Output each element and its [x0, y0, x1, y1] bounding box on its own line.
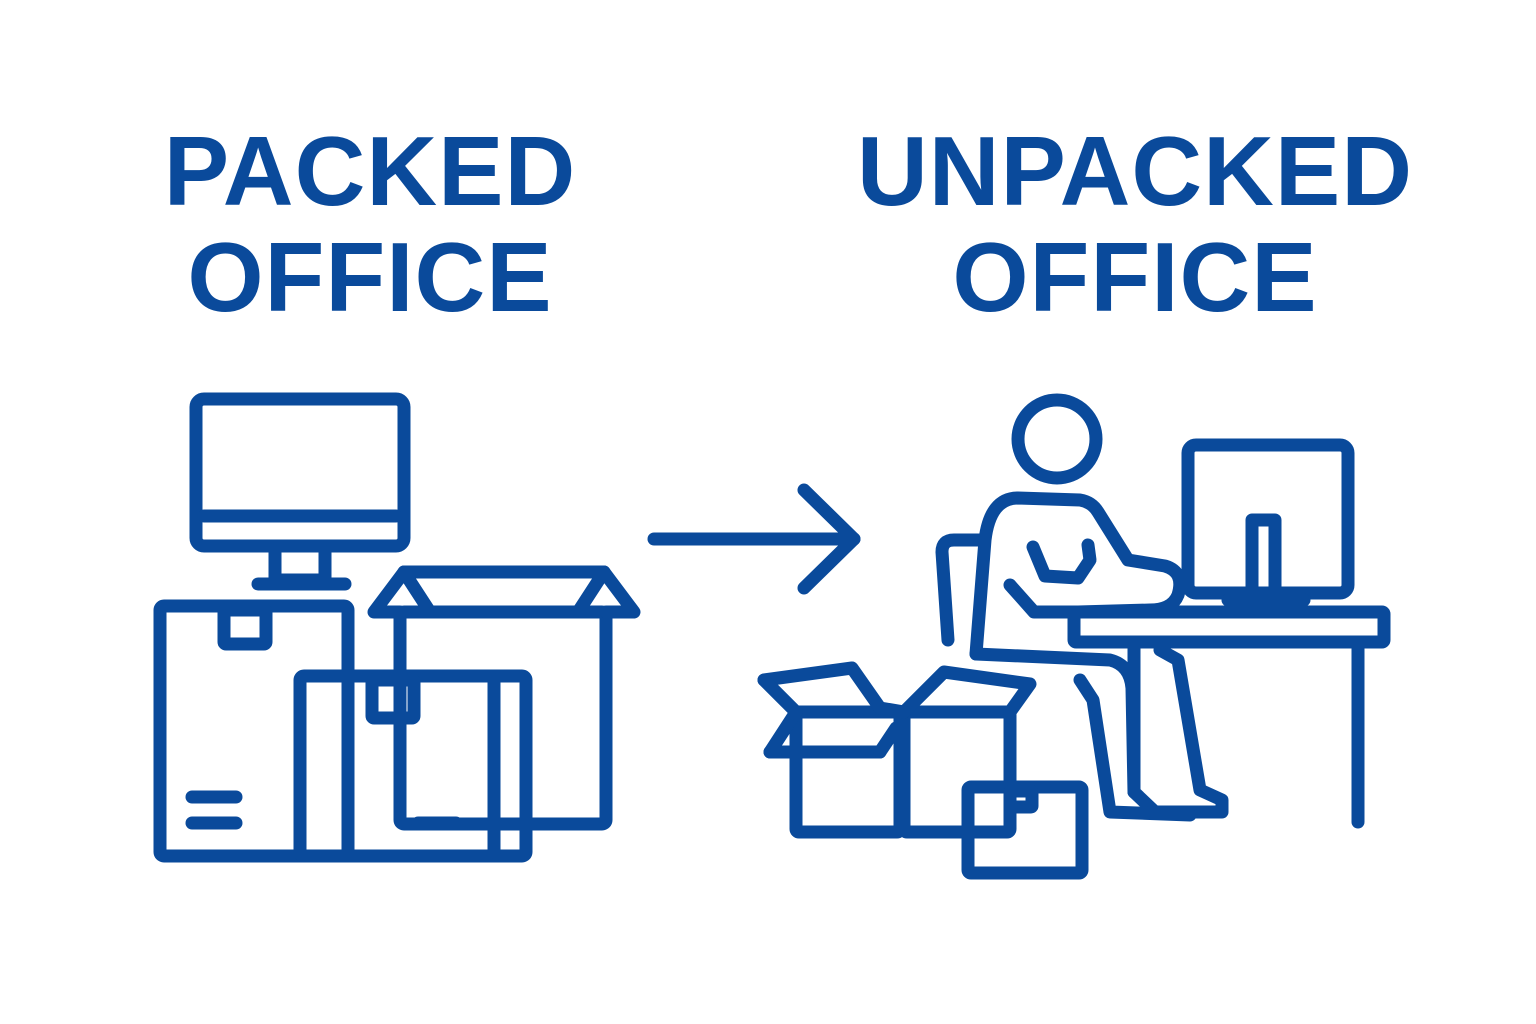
desk-icon — [1067, 605, 1391, 829]
packed-title-line-2: OFFICE — [187, 222, 553, 332]
open-box-right-icon — [873, 665, 1037, 839]
monitor-icon — [189, 392, 411, 591]
packed-title-line-1: PACKED — [163, 116, 577, 226]
unpacked-title-line-1: UNPACKED — [856, 116, 1414, 226]
open-box-left-icon — [757, 661, 907, 839]
desktop-monitor-icon — [1181, 438, 1355, 607]
packed-office-title: PACKED OFFICE — [60, 118, 680, 330]
chair-icon — [935, 533, 987, 647]
unpacked-title-line-2: OFFICE — [952, 222, 1318, 332]
unpacked-office-icon — [757, 393, 1391, 880]
unpacked-office-title: UNPACKED OFFICE — [800, 118, 1470, 330]
tall-box-icon — [153, 599, 355, 863]
packed-office-icon — [153, 392, 641, 863]
front-box-icon — [293, 669, 533, 863]
right-arrow-icon — [647, 483, 861, 595]
small-box-icon — [961, 780, 1089, 880]
person-head-icon — [1011, 393, 1103, 485]
